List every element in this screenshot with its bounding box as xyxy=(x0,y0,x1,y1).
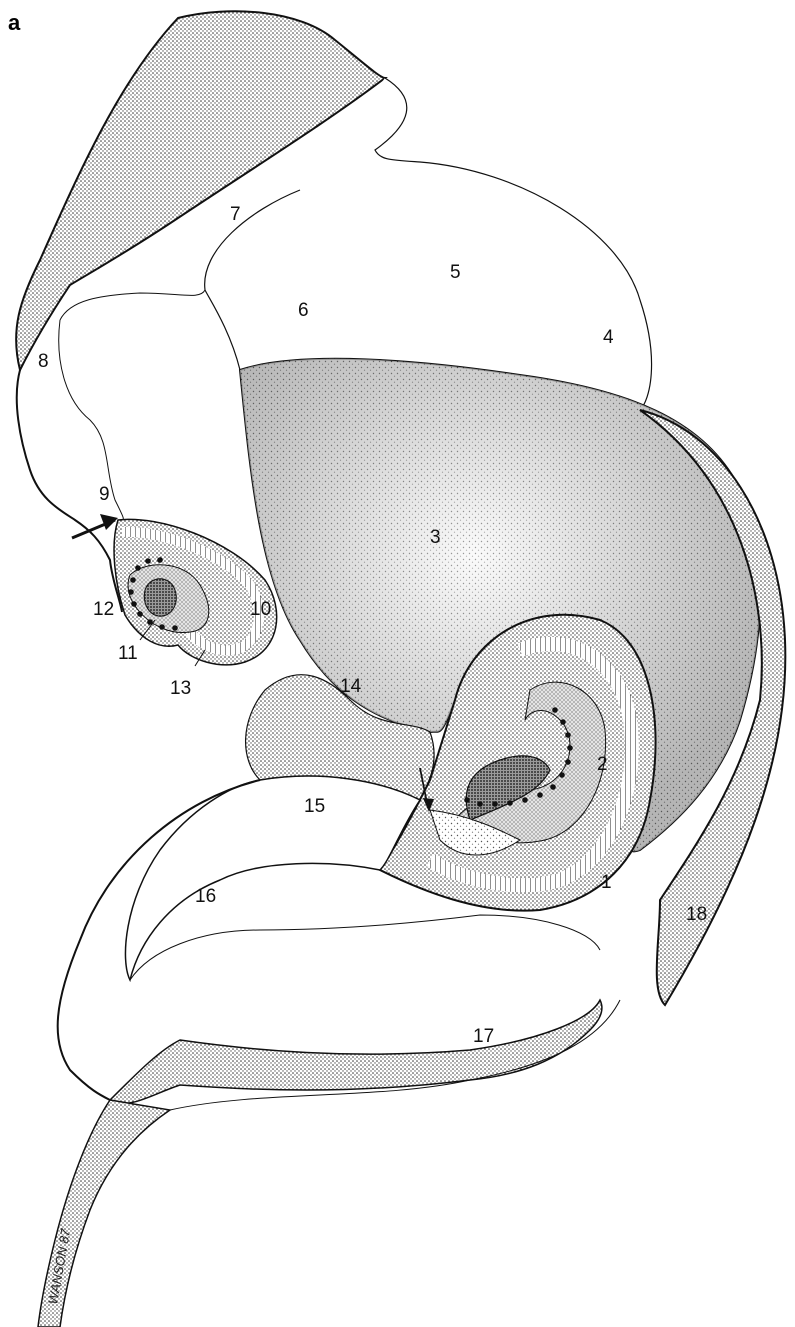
label-11: 11 xyxy=(118,643,138,664)
label-4: 4 xyxy=(603,327,614,348)
label-7: 7 xyxy=(230,204,241,225)
label-5: 5 xyxy=(450,262,461,283)
label-15: 15 xyxy=(304,796,325,817)
label-16: 16 xyxy=(195,886,216,907)
panel-letter: a xyxy=(8,10,21,35)
small-organ xyxy=(114,519,277,664)
label-18: 18 xyxy=(686,904,707,925)
label-13: 13 xyxy=(170,678,191,699)
label-2: 2 xyxy=(597,754,608,775)
label-17: 17 xyxy=(473,1026,494,1047)
lower-region-15-16 xyxy=(125,776,420,980)
label-3: 3 xyxy=(430,527,441,548)
label-8: 8 xyxy=(38,351,49,372)
inner-curve-16 xyxy=(130,915,600,980)
label-1: 1 xyxy=(601,872,612,893)
label-6: 6 xyxy=(298,300,309,321)
inner-loop-8-9 xyxy=(59,290,205,520)
label-9: 9 xyxy=(99,484,110,505)
lower-stippled-band-17 xyxy=(110,1000,602,1103)
label-14: 14 xyxy=(340,676,362,697)
label-10: 10 xyxy=(250,599,271,620)
label-12: 12 xyxy=(93,599,114,620)
